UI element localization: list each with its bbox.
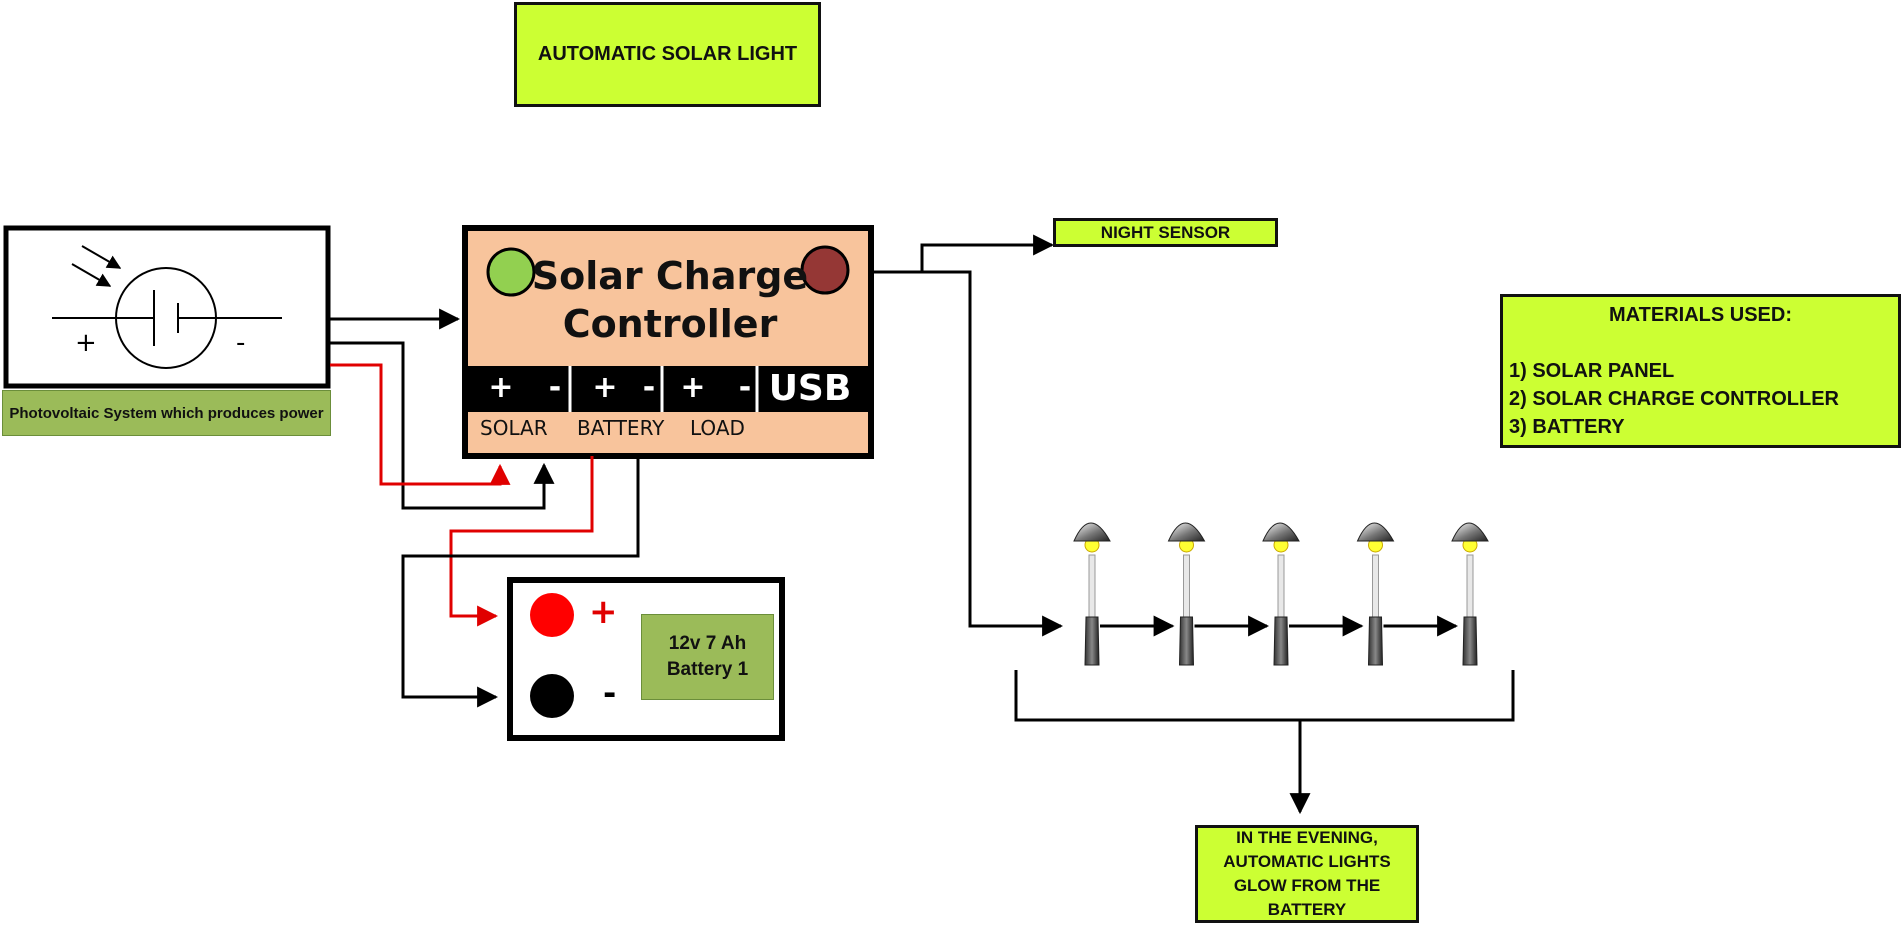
evening-note-line: GLOW FROM THE <box>1233 876 1381 895</box>
terminal-load-minus: - <box>738 370 752 405</box>
street-lamp <box>1451 522 1489 666</box>
wire-pv-negative-to-solar <box>330 341 555 510</box>
street-lamps <box>1073 522 1489 666</box>
led-red-indicator <box>800 245 850 295</box>
wire-pv-positive-to-solar <box>330 363 511 486</box>
lamp-pole <box>1088 554 1096 618</box>
battery-negative-terminal <box>530 674 574 718</box>
terminal-load-plus: + <box>680 370 706 405</box>
controller-title: Solar Charge Controller <box>520 252 820 348</box>
lamp-shade <box>1356 522 1395 542</box>
port-label-solar: SOLAR <box>480 416 548 440</box>
materials-item: 3) BATTERY <box>1509 416 1625 438</box>
lamp-shade <box>1262 522 1300 542</box>
lamp-base <box>1084 616 1100 666</box>
terminal-battery-plus: + <box>592 370 618 405</box>
lamp-shade <box>1167 522 1206 542</box>
lamp-shade <box>1451 522 1489 542</box>
evening-note-line: IN THE EVENING, <box>1236 828 1378 847</box>
lamp-base <box>1178 616 1195 666</box>
lamp-pole <box>1183 554 1190 618</box>
materials-heading: MATERIALS USED: <box>1609 304 1792 326</box>
street-lamp <box>1262 522 1300 666</box>
pv-panel <box>3 225 331 389</box>
light-ray-arrow <box>71 263 112 287</box>
lamp-pole <box>1372 554 1379 618</box>
street-lamp <box>1356 522 1395 666</box>
usb-port-label: USB <box>768 368 852 409</box>
pv-plus-symbol: + <box>75 328 97 358</box>
night-sensor-label: NIGHT SENSOR <box>1053 218 1278 247</box>
light-ray-arrow <box>81 245 122 269</box>
lamp-base <box>1462 616 1478 666</box>
battery-minus-symbol: - <box>603 674 617 712</box>
street-lamp <box>1167 522 1206 666</box>
page-title: AUTOMATIC SOLAR LIGHT <box>514 2 821 107</box>
street-lamp <box>1073 522 1111 666</box>
evening-note-line: AUTOMATIC LIGHTS <box>1223 852 1391 871</box>
battery-label: 12v 7 Ah Battery 1 <box>641 614 774 700</box>
wire-to-night-sensor <box>873 234 1055 274</box>
controller-title-line: Controller <box>562 302 778 346</box>
lamp-shade <box>1073 522 1111 542</box>
pv-caption: Photovoltaic System which produces power <box>2 390 331 436</box>
wiring <box>330 234 1515 815</box>
evening-note-line: BATTERY <box>1267 900 1347 919</box>
lamp-base <box>1367 616 1384 666</box>
wire-battery-negative <box>401 456 640 708</box>
battery-label-line: Battery 1 <box>666 659 749 680</box>
terminal-battery-minus: - <box>642 370 656 405</box>
terminal-solar-plus: + <box>488 370 514 405</box>
led-green-indicator <box>486 247 536 297</box>
wire-load-to-lamps <box>873 270 1064 637</box>
battery-label-line: 12v 7 Ah <box>668 633 747 654</box>
port-label-load: LOAD <box>690 416 745 440</box>
terminal-strip <box>462 366 874 412</box>
materials-panel: MATERIALS USED: 1) SOLAR PANEL 2) SOLAR … <box>1500 294 1901 448</box>
battery-positive-terminal <box>530 593 574 637</box>
materials-item: 2) SOLAR CHARGE CONTROLLER <box>1509 388 1839 410</box>
wire-battery-positive <box>449 456 594 627</box>
materials-item: 1) SOLAR PANEL <box>1509 360 1675 382</box>
lamp-pole <box>1466 554 1474 618</box>
evening-note: IN THE EVENING, AUTOMATIC LIGHTS GLOW FR… <box>1195 825 1419 923</box>
terminal-solar-minus: - <box>548 370 562 405</box>
lamps-bracket <box>1014 670 1515 722</box>
port-label-battery: BATTERY <box>577 416 665 440</box>
controller-title-line: Solar Charge <box>531 254 809 298</box>
pv-minus-symbol: - <box>236 328 246 358</box>
solar-charge-controller <box>462 225 874 459</box>
lamp-pole <box>1277 554 1285 618</box>
lamp-base <box>1273 616 1289 666</box>
battery-plus-symbol: + <box>589 592 618 632</box>
